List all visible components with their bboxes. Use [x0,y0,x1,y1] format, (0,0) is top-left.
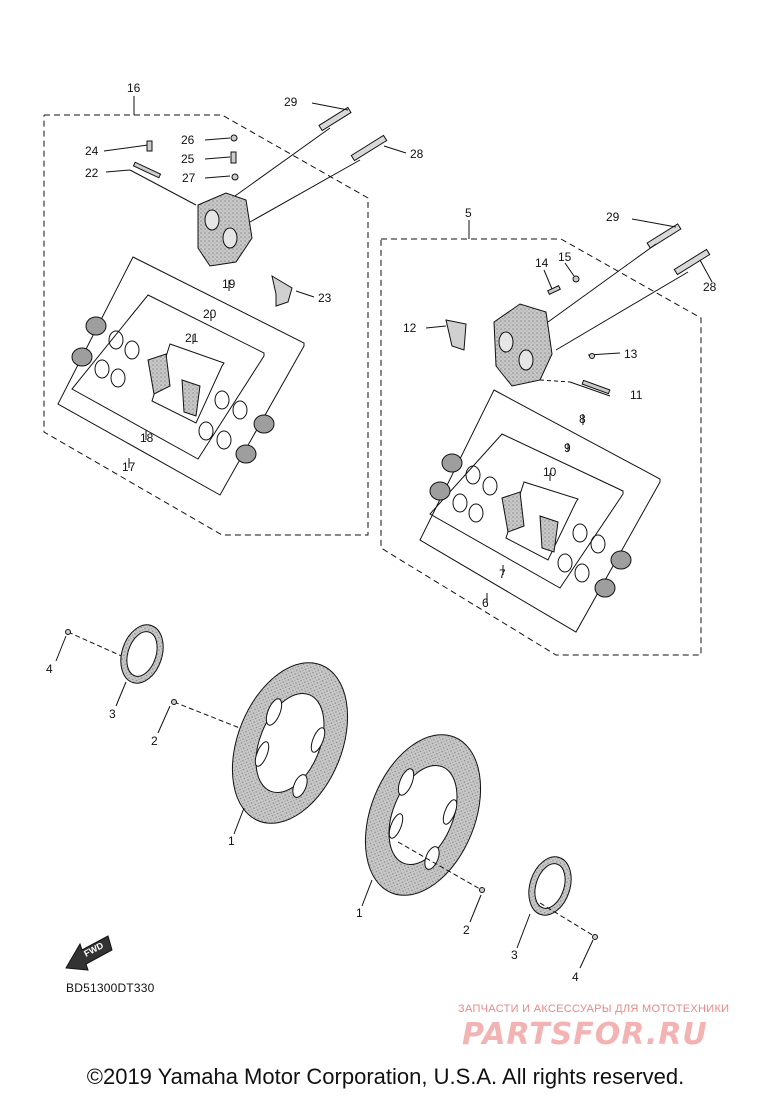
bleed-screw-24 [146,140,153,152]
caliper-assembly-right-outline [380,238,702,656]
seal-kit-box-18 [71,294,265,460]
callout-4-left: 4 [46,662,53,676]
callout-1-right: 1 [356,906,363,920]
pistons-right [429,453,632,598]
disc-bolt-2-right [479,887,485,893]
piston-seals-right [452,465,606,583]
fwd-arrow-icon: FWD [65,935,113,971]
callout-23: 23 [318,291,332,305]
plug-13 [589,353,595,359]
bleed-screw-14 [547,284,561,296]
callout-1-left: 1 [228,834,235,848]
caliper-assembly-left-outline [43,114,369,536]
brake-pads-left [147,353,201,417]
pin-11 [581,379,611,395]
callout-3-left: 3 [109,707,116,721]
brake-disc-1-left [231,662,349,824]
brake-pads-right [501,491,559,553]
callout-27: 27 [182,171,196,185]
callout-13: 13 [624,347,638,361]
parts-diagram: FWD 16 24 26 25 22 27 29 28 19 20 21 23 … [43,81,717,984]
callout-21: 21 [185,331,199,345]
callout-8: 8 [579,412,586,426]
callout-16: 16 [127,81,141,95]
callout-15: 15 [558,250,572,264]
cap-15 [572,275,580,283]
callout-2-left: 2 [151,734,158,748]
pad-spring-23 [271,274,293,307]
callout-25: 25 [181,152,195,166]
callout-4-right: 4 [572,970,579,984]
callout-14: 14 [535,256,549,270]
callout-10: 10 [543,465,557,479]
callout-20: 20 [203,307,217,321]
piston-seals-left [94,330,248,450]
copyright-notice: ©2019 Yamaha Motor Corporation, U.S.A. A… [86,1064,685,1089]
plug-27 [231,173,239,181]
caliper-body-left [197,192,253,267]
caliper-bolt-28-left [350,134,388,162]
caliper-bolt-29-left [318,106,352,132]
disc-bolt-4-right [592,934,598,940]
callout-24: 24 [85,144,99,158]
callout-28-right: 28 [703,280,717,294]
callout-9: 9 [564,441,571,455]
disc-carrier-3-right [528,856,572,916]
callout-5: 5 [465,206,472,220]
callout-2-right: 2 [463,923,470,937]
caliper-bolt-29-right [646,223,682,249]
callout-26: 26 [181,133,195,147]
disc-carrier-3-left [120,624,164,684]
caliper-bolt-28-right [673,248,711,276]
diagram-code: BD51300DT330 [66,981,155,995]
callout-11: 11 [630,388,643,402]
brake-disc-1-right [364,734,482,896]
callout-22: 22 [85,166,99,180]
callout-17: 17 [122,460,136,474]
cap-26 [230,134,238,142]
caliper-body-right [493,303,553,387]
callout-29-right: 29 [606,210,620,224]
pin-22 [132,161,162,179]
callout-6: 6 [482,596,489,610]
callout-7: 7 [499,567,506,581]
pistons-left [71,316,275,464]
piston-kit-box-17 [57,256,305,496]
watermark-logo: PARTSFOR.RU [462,1017,708,1052]
callout-3-right: 3 [511,948,518,962]
screw-25 [230,151,237,164]
callout-28-left: 28 [410,147,424,161]
callout-29-left: 29 [284,95,298,109]
callout-19: 19 [222,277,236,291]
disc-bolt-2-left [171,699,177,705]
callout-18: 18 [140,431,154,445]
pad-spring-12 [445,319,467,351]
callout-12: 12 [403,321,417,335]
disc-bolt-4-left [65,629,71,635]
watermark-tagline: ЗАПЧАСТИ И АКСЕССУАРЫ ДЛЯ МОТОТЕХНИКИ [458,1003,730,1015]
